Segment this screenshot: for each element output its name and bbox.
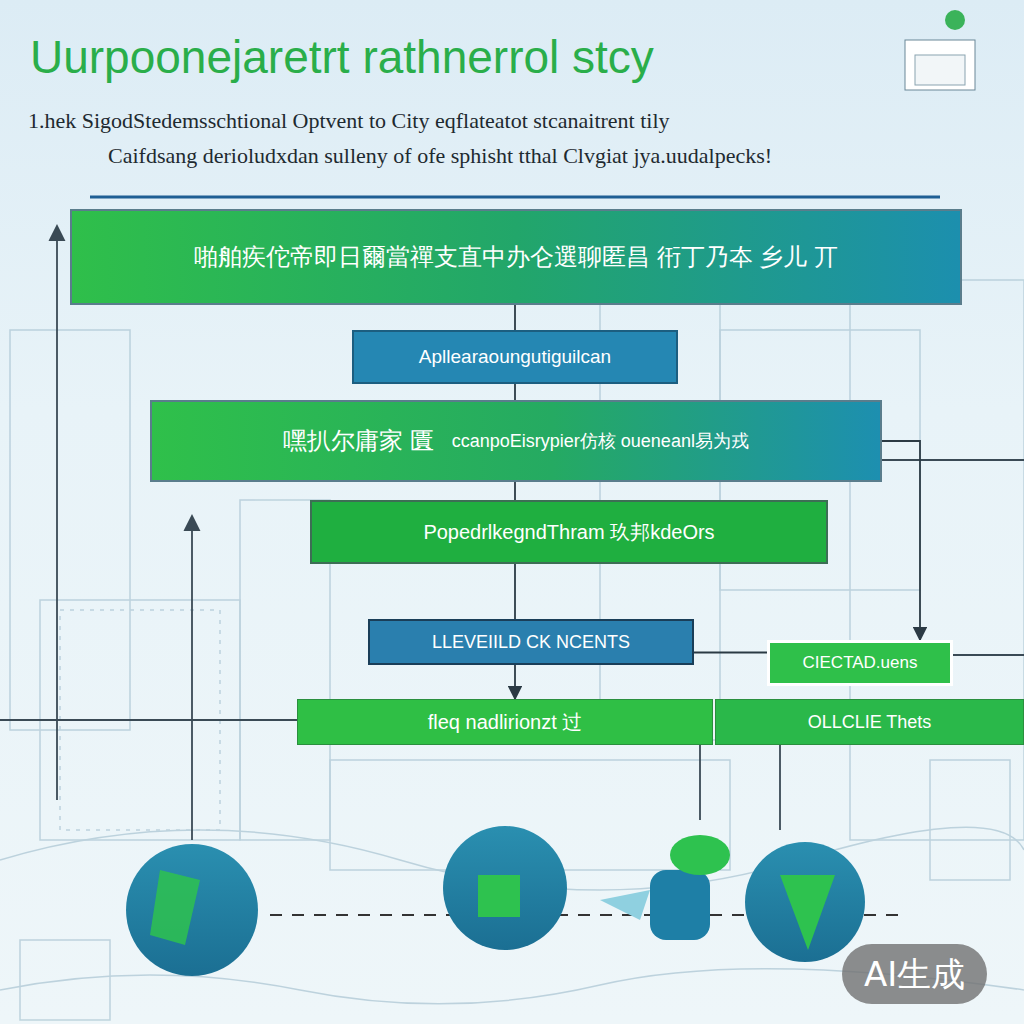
connector [694,652,767,654]
node-text: Apllearaoungutiguilcan [419,346,611,368]
process-box: Apllearaoungutiguilcan [352,330,678,384]
node-text: CIECTAD.uens [803,653,918,673]
subtitle-line: 1.hek SigodStedemsschtional Optvent to C… [28,108,670,134]
subtitle-line: Caifdsang derioludxdan sulleny of ofe sp… [108,143,772,169]
connector [514,482,516,500]
side-box: OLLCLIE Thets [715,699,1024,745]
watermark: AI生成 [842,944,987,1004]
connector [514,564,516,619]
node-text: OLLCLIE Thets [808,712,932,733]
side-box: CIECTAD.uens [767,640,953,686]
process-box: PopedrlkegndThram 玖邦kdeOrs [310,500,828,564]
node-text: PopedrlkegndThram 玖邦kdeOrs [423,521,714,544]
node-text: ccanpoEisrypier仿核 oueneanl易为戎 [452,431,749,452]
header-band: 啪舶疾佗帝即日爾當禪支直中办仑選聊匿昌 衎丁乃夲 乡儿 丌 [70,209,962,305]
diagram-title: Uurpoonejaretrt rathnerrol stcy [30,30,654,84]
corner-icon [905,10,975,90]
city-sketch [0,280,1024,1020]
node-text: fleq nadlirionzt 过 [428,711,583,734]
connector [514,665,516,699]
process-box: fleq nadlirionzt 过 [297,699,713,745]
side-arrows [0,226,1024,840]
node-text: LLEVEIILD CK NCENTS [432,632,630,653]
connector [514,305,516,330]
connector [514,384,516,400]
node-text: 嘿扒尔庸家 匱 [283,427,434,455]
bottom-icons [126,826,865,976]
node-text: 啪舶疾佗帝即日爾當禪支直中办仑選聊匿昌 衎丁乃夲 乡儿 丌 [194,243,838,271]
process-box: LLEVEIILD CK NCENTS [368,619,694,665]
rule-line [90,196,940,199]
process-band: 嘿扒尔庸家 匱 ccanpoEisrypier仿核 oueneanl易为戎 [150,400,882,482]
connector [882,441,920,640]
